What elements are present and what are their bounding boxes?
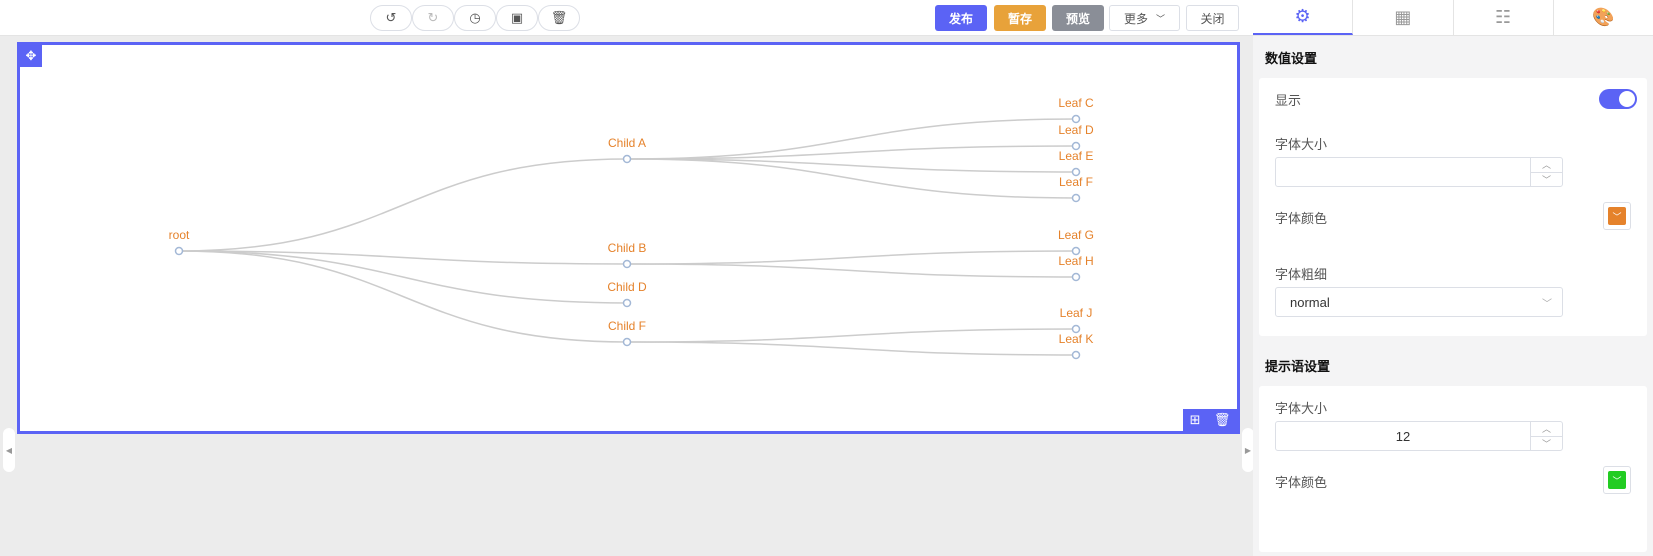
decrement-icon[interactable]: ﹀ bbox=[1531, 171, 1562, 187]
tree-node-label: Leaf D bbox=[1058, 123, 1094, 137]
trash-icon[interactable]: 🗑 bbox=[1213, 412, 1231, 427]
tree-node-label: Leaf C bbox=[1058, 96, 1094, 110]
chevron-down-icon: ﹀ bbox=[1608, 471, 1626, 489]
component-actions: ⊞ 🗑 bbox=[1183, 409, 1237, 431]
font-weight-value: normal bbox=[1290, 295, 1330, 310]
font-size-label: 字体大小 bbox=[1275, 137, 1328, 152]
tree-edge bbox=[626, 328, 1077, 343]
grid-icon: ▦ bbox=[1394, 7, 1412, 27]
left-collapse-handle[interactable]: ◀ bbox=[3, 428, 15, 472]
more-label: 更多 bbox=[1123, 11, 1148, 26]
move-handle-icon[interactable]: ✥ bbox=[20, 45, 42, 67]
tree-node-label: Leaf G bbox=[1058, 228, 1094, 242]
tree-node[interactable] bbox=[174, 246, 184, 256]
tip-font-size-label: 字体大小 bbox=[1275, 401, 1328, 416]
chart-canvas[interactable]: root Child A Leaf C Leaf D Leaf E Leaf F Child… bbox=[17, 42, 1240, 434]
tree-edge bbox=[178, 250, 628, 304]
tree-node[interactable] bbox=[1071, 114, 1081, 124]
tree-edge bbox=[626, 118, 1077, 160]
tree-node-label: root bbox=[169, 228, 190, 242]
top-toolbar: ↺ ↻ ◷ ▣ 🗑 发布 暂存 预览 更多 ﹀ 关闭 bbox=[0, 0, 1253, 36]
font-size-input[interactable]: ︿﹀ bbox=[1275, 157, 1563, 187]
publish-button[interactable]: 发布 bbox=[935, 5, 987, 31]
tree-node-label: Leaf F bbox=[1059, 175, 1093, 189]
tab-settings[interactable]: ⚙ bbox=[1253, 0, 1354, 35]
chevron-down-icon: ﹀ bbox=[1542, 299, 1552, 310]
increment-icon[interactable]: ︿ bbox=[1541, 424, 1551, 435]
tip-font-size-input[interactable]: 12 ︿﹀ bbox=[1275, 421, 1563, 451]
chevron-down-icon: ﹀ bbox=[1156, 13, 1166, 24]
more-dropdown[interactable]: 更多 ﹀ bbox=[1109, 5, 1180, 31]
tree-node-label: Child A bbox=[608, 136, 646, 150]
tip-font-size-value: 12 bbox=[1395, 429, 1411, 444]
tree-node-label: Leaf H bbox=[1058, 254, 1093, 268]
tree-node[interactable] bbox=[1071, 350, 1081, 360]
redo-button[interactable]: ↻ bbox=[412, 5, 454, 31]
tip-font-color-label: 字体颜色 bbox=[1275, 475, 1328, 490]
chevron-down-icon: ﹀ bbox=[1608, 207, 1626, 225]
tree-edge bbox=[626, 341, 1077, 356]
tree-edge bbox=[626, 145, 1077, 160]
close-button[interactable]: 关闭 bbox=[1186, 5, 1239, 31]
tip-font-color-picker[interactable]: ﹀ bbox=[1603, 466, 1631, 494]
tree-node[interactable] bbox=[622, 154, 632, 164]
tree-chart: root Child A Leaf C Leaf D Leaf E Leaf F Child… bbox=[169, 96, 1094, 360]
tree-node[interactable] bbox=[622, 298, 632, 308]
tree-node[interactable] bbox=[1071, 167, 1081, 177]
tab-components[interactable]: ▦ bbox=[1353, 0, 1454, 35]
clear-icon: ▣ bbox=[510, 10, 524, 25]
list-icon: ☷ bbox=[1495, 7, 1512, 27]
tree-node-label: Leaf K bbox=[1059, 332, 1094, 346]
tree-edge bbox=[626, 250, 1077, 265]
font-weight-label: 字体粗细 bbox=[1275, 267, 1328, 282]
tree-node[interactable] bbox=[622, 259, 632, 269]
history-icon: ◷ bbox=[469, 10, 481, 25]
tree-node-label: Child D bbox=[607, 280, 647, 294]
increment-icon[interactable]: ︿ bbox=[1541, 160, 1551, 171]
tree-node[interactable] bbox=[1071, 272, 1081, 282]
font-color-label: 字体颜色 bbox=[1275, 211, 1328, 226]
gear-icon: ⚙ bbox=[1294, 6, 1311, 26]
show-label: 显示 bbox=[1275, 93, 1302, 108]
value-section-title: 数值设置 bbox=[1265, 51, 1318, 66]
history-button[interactable]: ◷ bbox=[454, 5, 496, 31]
tree-edge bbox=[626, 158, 1077, 173]
save-draft-button[interactable]: 暂存 bbox=[994, 5, 1046, 31]
tree-edge bbox=[178, 250, 628, 343]
copy-icon[interactable]: ⊞ bbox=[1189, 412, 1201, 427]
tree-edge bbox=[626, 158, 1077, 199]
tree-node[interactable] bbox=[622, 337, 632, 347]
tree-node[interactable] bbox=[1071, 246, 1081, 256]
font-weight-select[interactable]: normal ﹀ bbox=[1275, 287, 1563, 317]
tooltip-section-title: 提示语设置 bbox=[1265, 359, 1331, 374]
tree-node-label: Leaf E bbox=[1059, 149, 1094, 163]
right-collapse-handle[interactable]: ▶ bbox=[1242, 428, 1254, 472]
tree-node-label: Child F bbox=[608, 319, 646, 333]
tree-edge bbox=[178, 250, 628, 265]
palette-icon: 🎨 bbox=[1592, 7, 1615, 27]
undo-icon: ↺ bbox=[385, 10, 397, 25]
clear-button[interactable]: ▣ bbox=[496, 5, 538, 31]
tab-form[interactable]: ☷ bbox=[1454, 0, 1554, 35]
decrement-icon[interactable]: ﹀ bbox=[1531, 435, 1562, 451]
settings-panel: ⚙ ▦ ☷ 🎨 数值设置 显示 字体大小 ︿﹀ 字体颜色 ﹀ 字体粗细 norm… bbox=[1253, 0, 1653, 556]
tree-node[interactable] bbox=[1071, 324, 1081, 334]
redo-icon: ↻ bbox=[427, 10, 439, 25]
show-toggle[interactable] bbox=[1599, 89, 1637, 109]
tree-edge bbox=[178, 158, 628, 252]
tree-edge bbox=[626, 263, 1077, 278]
undo-button[interactable]: ↺ bbox=[370, 5, 412, 31]
tree-node[interactable] bbox=[1071, 193, 1081, 203]
tooltip-settings-card: 字体大小 12︿﹀ 字体颜色 ﹀ bbox=[1259, 386, 1647, 552]
preview-button[interactable]: 预览 bbox=[1052, 5, 1104, 31]
value-settings-card: 显示 字体大小 ︿﹀ 字体颜色 ﹀ 字体粗细 normal﹀ bbox=[1259, 78, 1647, 336]
font-color-picker[interactable]: ﹀ bbox=[1603, 202, 1631, 230]
delete-button[interactable]: 🗑 bbox=[538, 5, 580, 31]
tree-node[interactable] bbox=[1071, 141, 1081, 151]
tree-node-label: Child B bbox=[608, 241, 647, 255]
tab-theme[interactable]: 🎨 bbox=[1554, 0, 1653, 35]
delete-icon: 🗑 bbox=[550, 10, 568, 25]
tree-node-label: Leaf J bbox=[1060, 306, 1093, 320]
